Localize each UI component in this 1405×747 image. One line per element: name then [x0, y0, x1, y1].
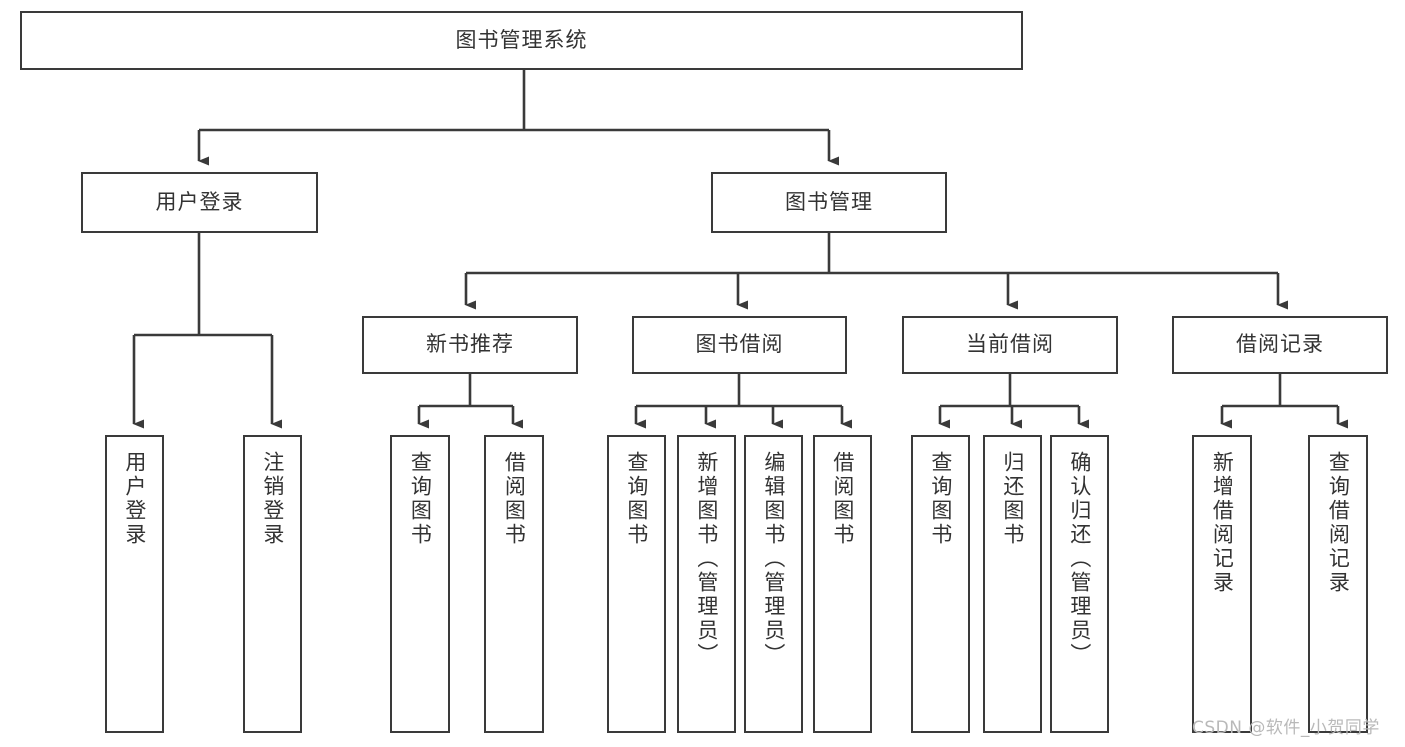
node-leaf-add-book[interactable]: 新增图书（管理员）	[677, 435, 736, 733]
node-leaf-query-book-1[interactable]: 查询图书	[390, 435, 450, 733]
node-label: 新增图书（管理员）	[694, 451, 719, 667]
node-label: 借阅图书	[830, 451, 855, 547]
node-leaf-user-logout[interactable]: 注销登录	[243, 435, 302, 733]
node-label: 图书借阅	[695, 332, 784, 357]
node-book-borrow[interactable]: 图书借阅	[632, 316, 847, 374]
node-label: 编辑图书（管理员）	[761, 451, 786, 667]
node-label: 当前借阅	[966, 332, 1054, 357]
node-label: 图书管理系统	[455, 27, 588, 52]
node-label: 注销登录	[260, 451, 285, 547]
node-new-book-recommend[interactable]: 新书推荐	[362, 316, 578, 374]
node-leaf-borrow-book-1[interactable]: 借阅图书	[484, 435, 544, 733]
node-leaf-borrow-book-2[interactable]: 借阅图书	[813, 435, 872, 733]
node-label: 查询图书	[408, 451, 433, 547]
node-label: 确认归还（管理员）	[1067, 451, 1092, 667]
node-borrow-record[interactable]: 借阅记录	[1172, 316, 1388, 374]
node-leaf-query-borrow-record[interactable]: 查询借阅记录	[1308, 435, 1368, 733]
node-label: 用户登录	[155, 189, 244, 214]
node-label: 图书管理	[785, 189, 873, 214]
node-leaf-query-book-2[interactable]: 查询图书	[607, 435, 666, 733]
node-user-login[interactable]: 用户登录	[81, 172, 318, 233]
node-label: 借阅记录	[1236, 332, 1324, 357]
node-leaf-return-book[interactable]: 归还图书	[983, 435, 1042, 733]
node-label: 查询图书	[928, 451, 953, 547]
node-label: 借阅图书	[502, 451, 527, 547]
node-current-borrow[interactable]: 当前借阅	[902, 316, 1118, 374]
node-book-manage[interactable]: 图书管理	[711, 172, 947, 233]
node-label: 新书推荐	[426, 332, 514, 357]
node-label: 查询图书	[624, 451, 649, 547]
node-leaf-confirm-return[interactable]: 确认归还（管理员）	[1050, 435, 1109, 733]
node-leaf-user-login[interactable]: 用户登录	[105, 435, 164, 733]
node-label: 新增借阅记录	[1210, 451, 1235, 595]
node-label: 用户登录	[122, 451, 147, 547]
node-label: 查询借阅记录	[1326, 451, 1351, 595]
node-leaf-edit-book[interactable]: 编辑图书（管理员）	[744, 435, 803, 733]
node-leaf-query-book-3[interactable]: 查询图书	[911, 435, 970, 733]
node-label: 归还图书	[1000, 451, 1025, 547]
csdn-watermark: CSDN @软件_小贺同学	[1192, 718, 1380, 738]
node-leaf-add-borrow-record[interactable]: 新增借阅记录	[1192, 435, 1252, 733]
node-root[interactable]: 图书管理系统	[20, 11, 1023, 70]
